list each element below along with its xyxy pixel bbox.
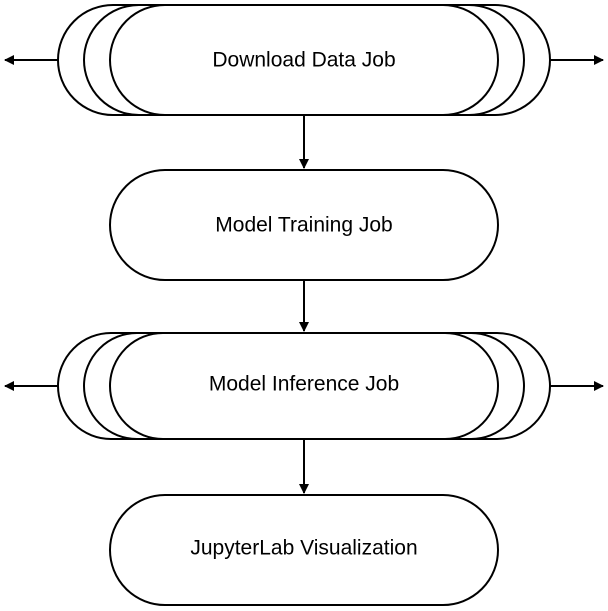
node-label-training: Model Training Job [215, 214, 392, 237]
node-model-training-job: Model Training Job [109, 169, 499, 281]
node-label-inference: Model Inference Job [209, 373, 399, 396]
node-label-viz: JupyterLab Visualization [190, 537, 417, 560]
node-shape-viz [109, 494, 499, 606]
node-jupyterlab-visualization: JupyterLab Visualization [109, 494, 499, 606]
node-download-data-job: Download Data Job [57, 4, 551, 116]
node-model-inference-job: Model Inference Job [57, 332, 551, 440]
node-label-download: Download Data Job [212, 49, 395, 72]
